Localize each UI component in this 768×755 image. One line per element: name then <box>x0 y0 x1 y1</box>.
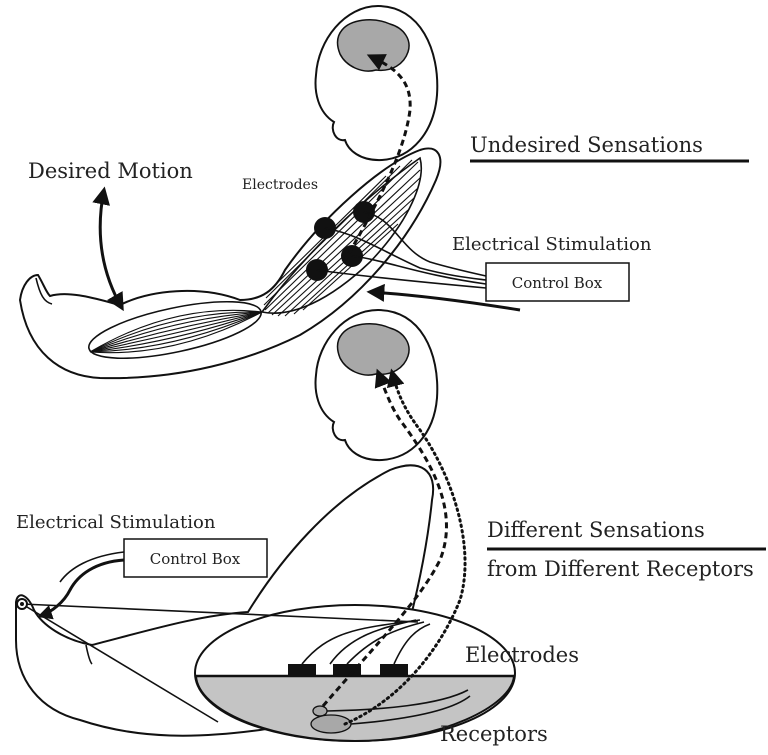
control-box-bottom: Control Box <box>124 539 267 577</box>
electrodes-top-label: Electrodes <box>242 177 318 193</box>
receptors-label: Receptors <box>440 722 548 746</box>
desired-motion-label: Desired Motion <box>28 159 193 183</box>
head-bottom <box>316 310 438 460</box>
different-sensations-label-line1: Different Sensations <box>487 518 705 542</box>
control-box-top-label: Control Box <box>512 274 603 292</box>
electrodes-bottom-label: Electrodes <box>465 643 579 667</box>
brain-bottom <box>338 324 409 375</box>
desired-motion-arrow <box>100 190 122 308</box>
electrical-stimulation-top-label: Electrical Stimulation <box>452 234 652 255</box>
control-box-top: Control Box <box>486 263 629 301</box>
control-box-bottom-label: Control Box <box>150 550 241 568</box>
different-sensations-label-line2: from Different Receptors <box>487 557 754 581</box>
head-top <box>316 6 438 160</box>
brain-top <box>338 20 409 71</box>
undesired-sensations-label: Undesired Sensations <box>470 133 703 157</box>
electrodes-bottom <box>288 664 408 675</box>
electrical-stimulation-bottom-label: Electrical Stimulation <box>16 512 216 533</box>
